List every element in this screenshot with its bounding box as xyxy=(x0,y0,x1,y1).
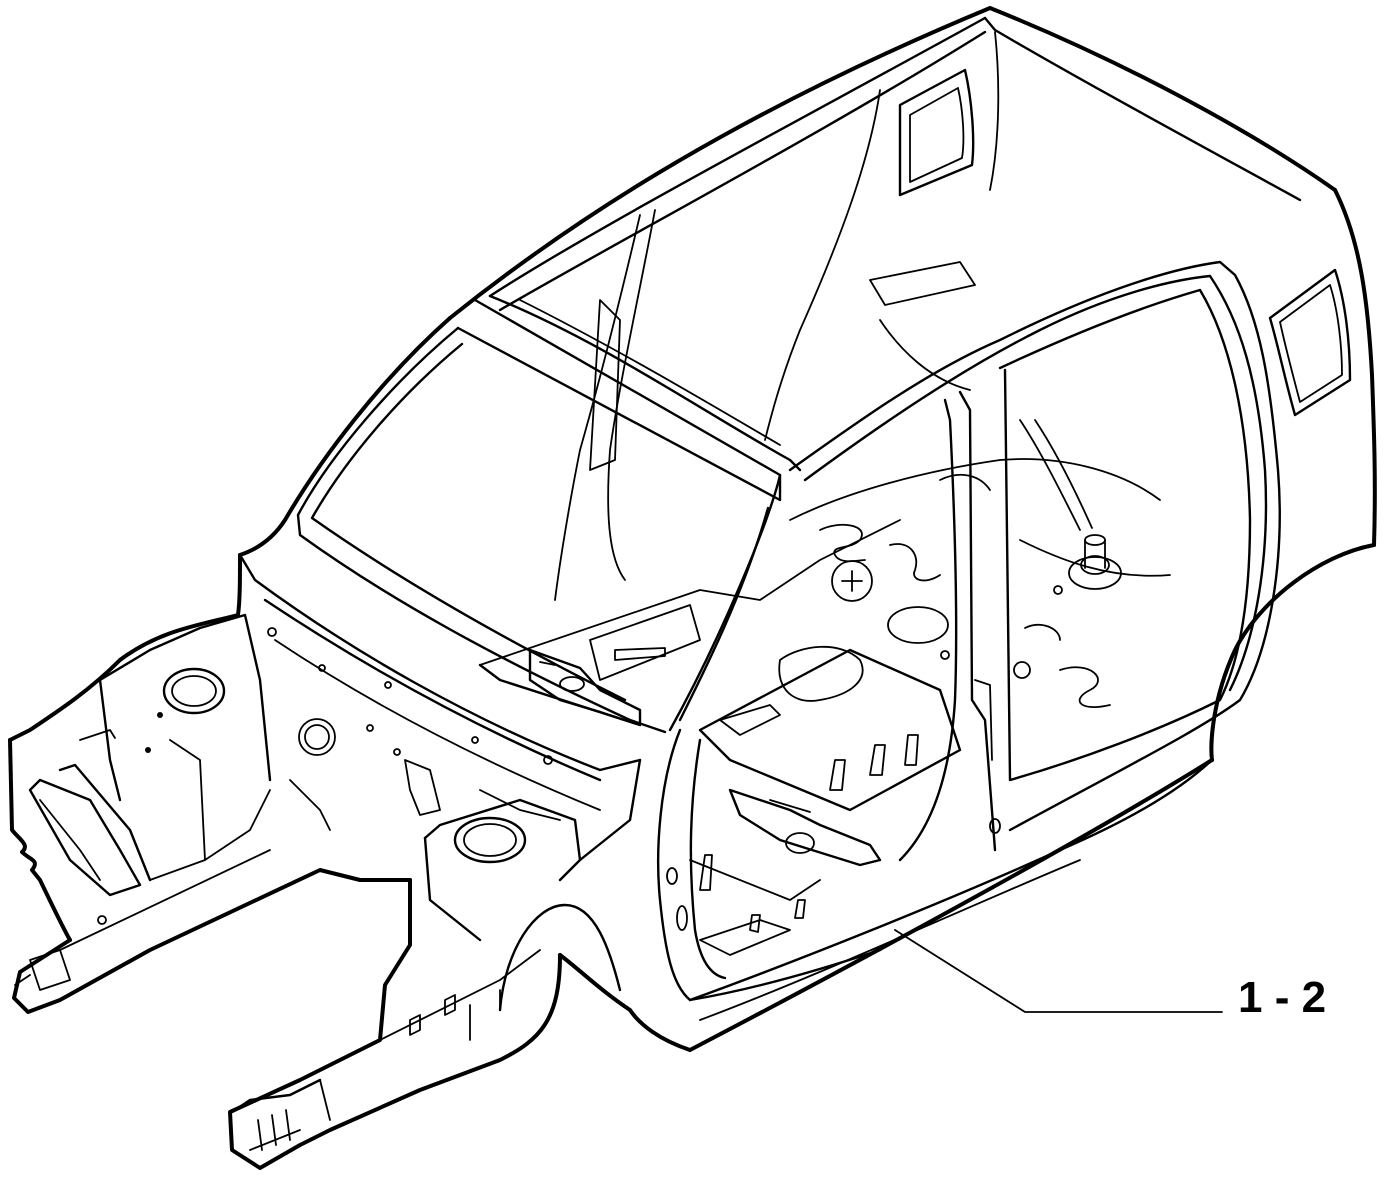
a-pillar-details xyxy=(666,679,1001,931)
rear-quarter-window xyxy=(1268,268,1352,417)
body-outline xyxy=(8,6,1377,1170)
right-front-rail xyxy=(230,949,541,1151)
callout-leader xyxy=(894,929,1223,1013)
rear-roof-panel xyxy=(898,68,975,197)
front-wheel-arch xyxy=(498,903,622,1012)
floor-pan xyxy=(478,519,962,956)
interior-panels xyxy=(554,89,976,601)
right-strut-tower xyxy=(423,758,642,942)
left-strut-tower xyxy=(79,613,272,881)
left-front-rail xyxy=(14,763,271,991)
roof-crossmember xyxy=(488,294,802,472)
part-number-callout: 1 - 2 xyxy=(1238,973,1327,1022)
rear-floor xyxy=(789,419,1171,708)
windshield-frame xyxy=(296,16,1302,734)
door-openings xyxy=(657,260,1281,1021)
firewall-cowl xyxy=(238,553,642,831)
